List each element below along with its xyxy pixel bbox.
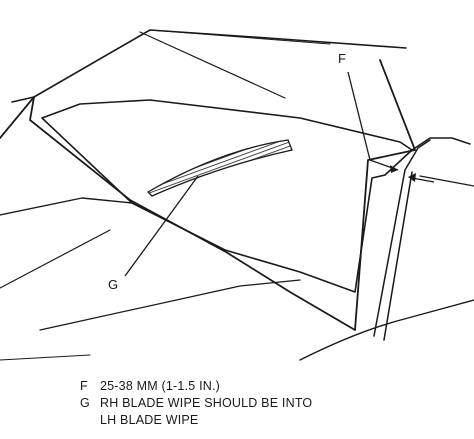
legend-text: RH BLADE WIPE SHOULD BE INTO [100, 396, 313, 410]
windshield-glass [41, 99, 413, 293]
legend-item-f: F 25-38 MM (1-1.5 IN.) [80, 378, 312, 395]
callout-f-label: F [338, 51, 346, 66]
roof-edge-inner [139, 31, 286, 99]
right-body-edge [419, 175, 474, 187]
legend-item-g-continuation: LH BLADE WIPE [100, 413, 199, 427]
callout-f-arrowhead [390, 165, 398, 173]
roof-line [11, 29, 407, 103]
pillar-gap-arrow-leader [411, 177, 435, 183]
pillar-gap-arrowhead [408, 173, 416, 182]
callout-g-leader [124, 175, 199, 277]
lower-edge [0, 354, 91, 361]
legend-item-g: G RH BLADE WIPE SHOULD BE INTO [80, 395, 312, 412]
legend-text: 25-38 MM (1-1.5 IN.) [100, 379, 221, 393]
legend: F 25-38 MM (1-1.5 IN.) G RH BLADE WIPE S… [80, 378, 312, 429]
a-pillar [373, 137, 471, 341]
roof-edge-upper [149, 29, 331, 45]
wiper-blade-overlap-area [146, 139, 293, 197]
windshield-outer-frame [0, 59, 416, 331]
legend-key: F [80, 379, 88, 393]
windshield-illustration [0, 29, 474, 361]
cowl-line-left [0, 229, 111, 289]
cowl-line [39, 279, 301, 331]
legend-key: G [80, 396, 90, 410]
hood-line [0, 197, 133, 216]
callout-f-leader [347, 71, 399, 171]
fender-curve [299, 299, 474, 361]
callout-g-label: G [108, 277, 119, 292]
